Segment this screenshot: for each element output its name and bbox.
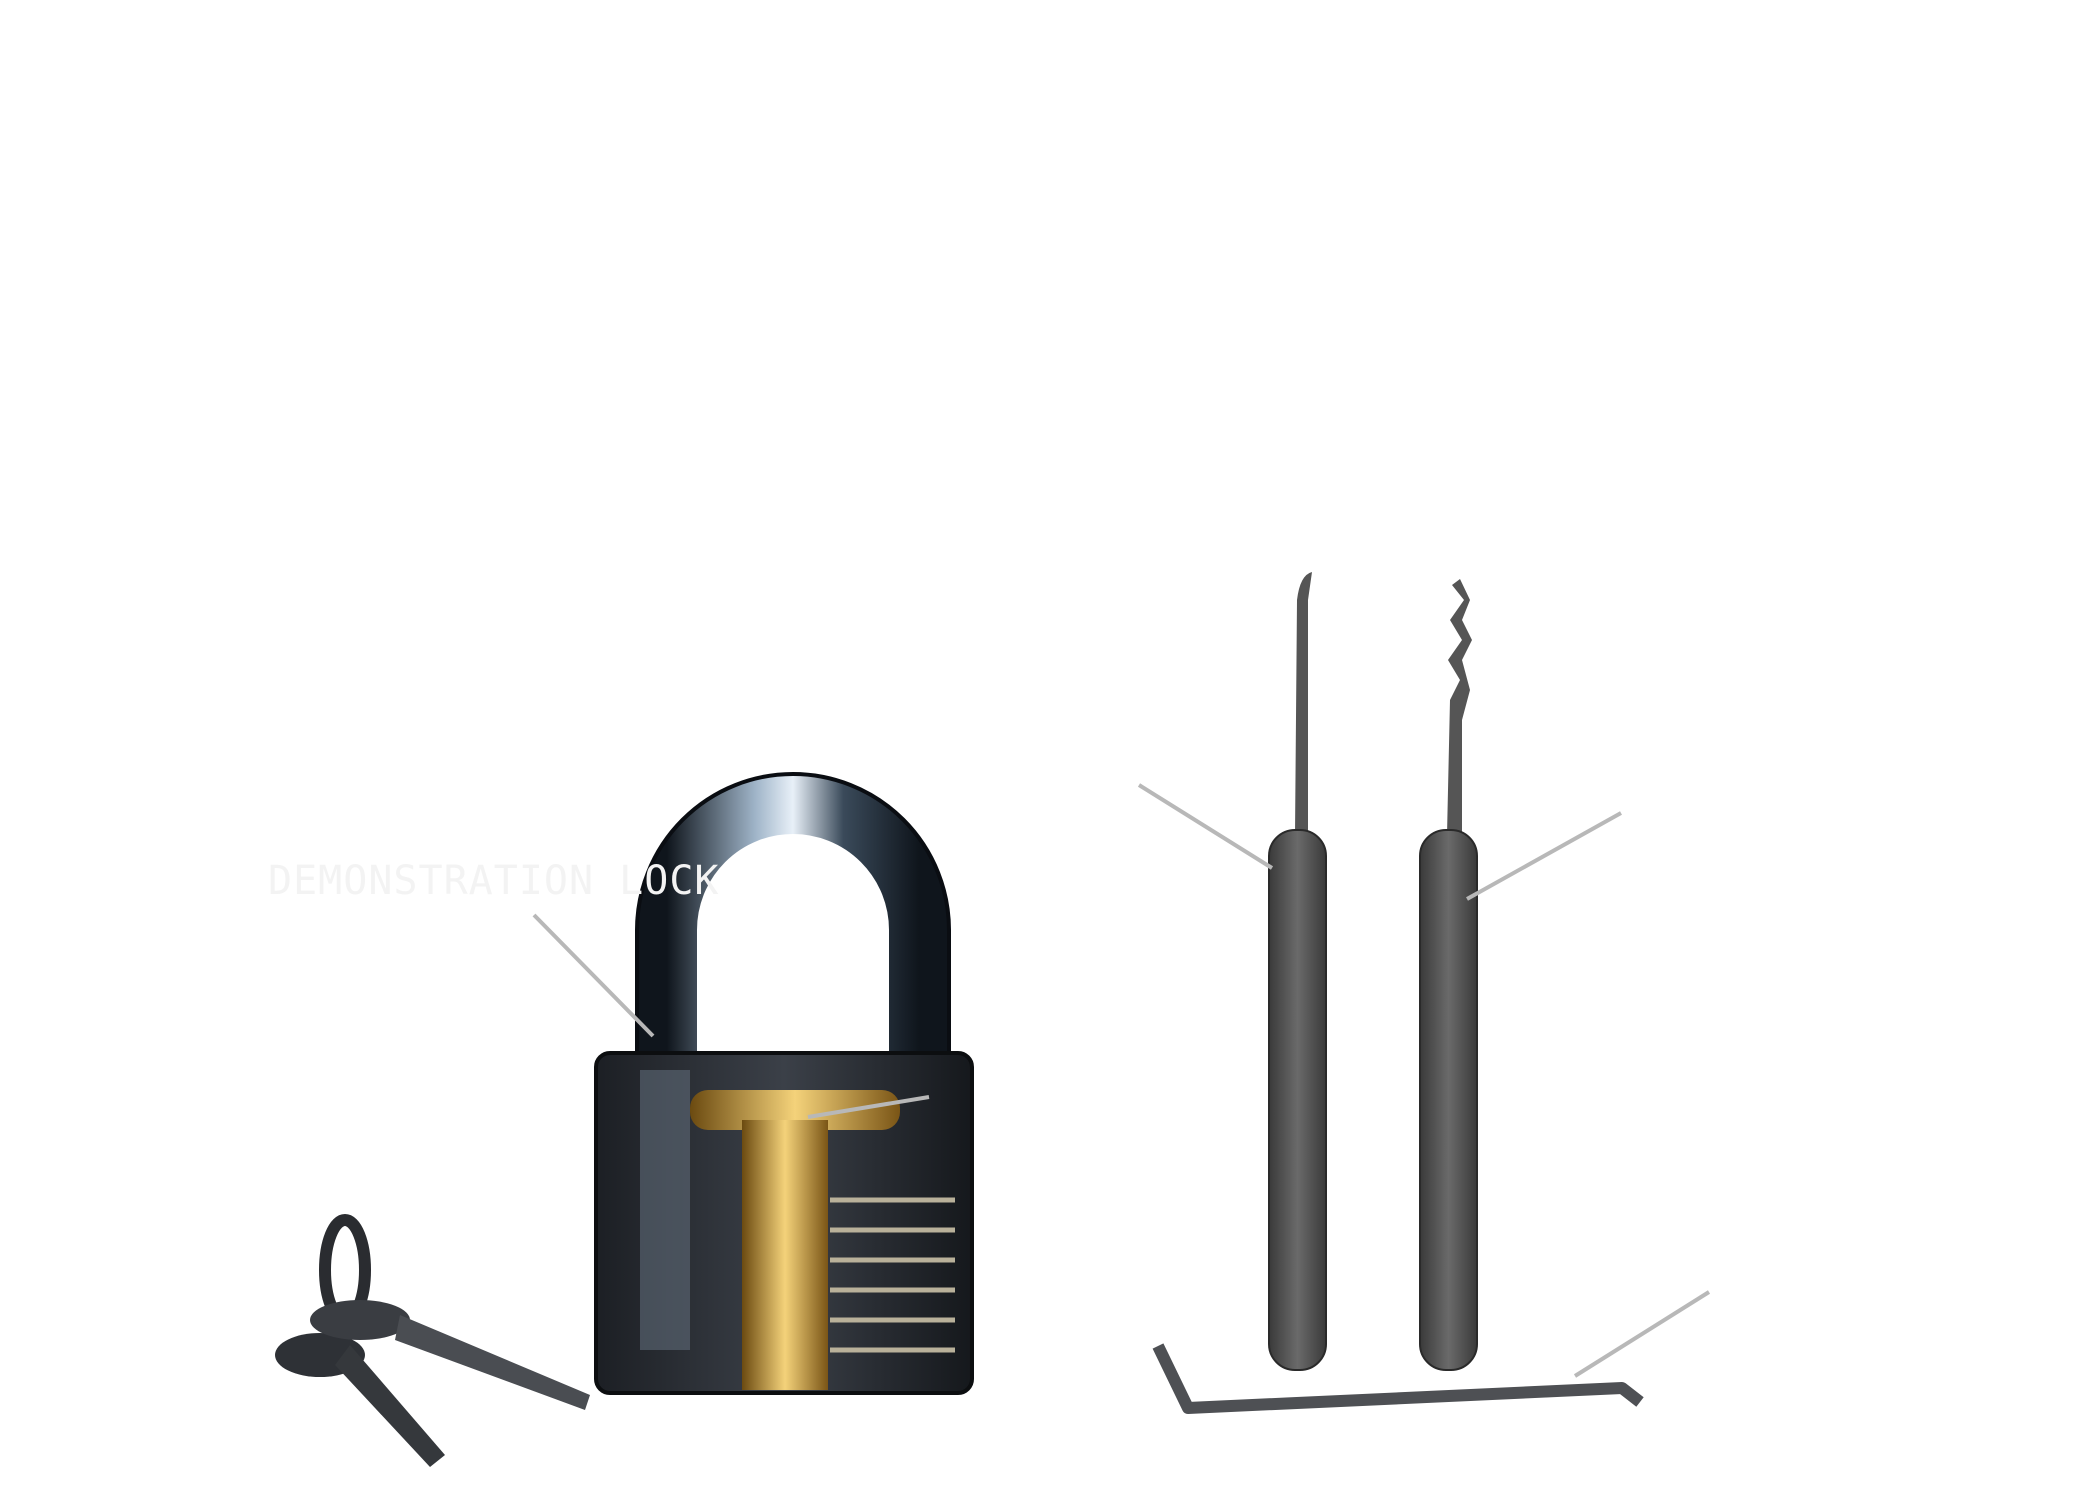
padlock-cylinder <box>742 1120 828 1390</box>
key-bow <box>310 1300 410 1340</box>
hook-pick-shaft <box>1295 572 1312 835</box>
leader-lines <box>532 783 1711 1378</box>
key-blade <box>335 1345 445 1467</box>
leader-line-shackle <box>532 913 655 1038</box>
rake-pick <box>1419 579 1478 1371</box>
padlock-shackle-channel <box>640 1070 690 1350</box>
tension-wrench <box>1152 1343 1644 1414</box>
lock-label: DEMONSTRATION LOCK <box>268 858 720 904</box>
padlock-shackle-edge <box>635 772 951 1060</box>
keys <box>275 1214 590 1467</box>
padlock-pin-springs <box>830 1197 955 1353</box>
key-blade <box>395 1315 590 1410</box>
leader-line-bolt <box>807 1095 930 1119</box>
padlock <box>594 772 974 1395</box>
rake-pick-shaft <box>1447 579 1472 835</box>
leader-line-rake-pick <box>1466 811 1622 901</box>
leader-line-tension-wrench <box>1573 1290 1711 1378</box>
hook-pick-handle <box>1268 829 1327 1371</box>
leader-line-hook-pick <box>1137 783 1274 870</box>
hook-pick <box>1268 572 1327 1371</box>
rake-pick-handle <box>1419 829 1478 1371</box>
padlock-shackle <box>637 774 949 1060</box>
